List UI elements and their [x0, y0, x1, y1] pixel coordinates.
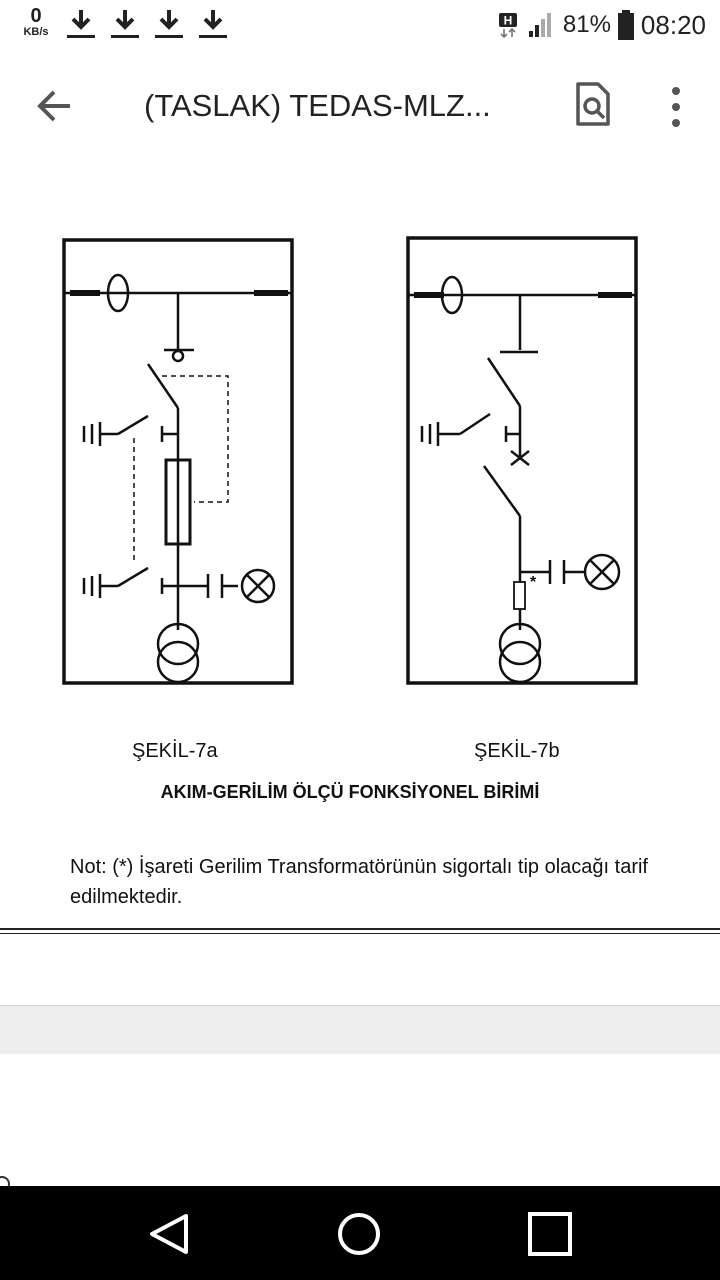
page-divider: [0, 928, 720, 930]
next-document-page[interactable]: [0, 1054, 720, 1186]
figure-7b-caption: ŞEKİL-7b: [474, 740, 560, 762]
find-in-document-icon: [576, 82, 610, 126]
network-speed: 0 KB/s: [16, 6, 56, 38]
hspa-data-icon: H: [498, 13, 517, 39]
arrow-left-icon: [37, 90, 70, 122]
download-icon: [111, 10, 139, 38]
note-text: Not: (*) İşareti Gerilim Transformatörün…: [70, 852, 720, 912]
download-icon: [155, 10, 183, 38]
figure-7a-diagram: [62, 238, 294, 685]
note-line-2: edilmektedir.: [70, 886, 183, 908]
system-nav-bar: [0, 1186, 720, 1280]
nav-home-button[interactable]: [331, 1206, 387, 1262]
signal-strength-icon: [528, 13, 551, 37]
download-icon: [199, 10, 227, 38]
nav-recents-button[interactable]: [522, 1206, 578, 1262]
battery-icon: [617, 10, 634, 40]
back-button[interactable]: [28, 82, 84, 130]
battery-percent: 81%: [562, 11, 611, 38]
download-icon: [67, 10, 95, 38]
figure-7b-diagram: [406, 236, 638, 685]
section-heading: AKIM-GERİLİM ÖLÇÜ FONKSİYONEL BİRİMİ: [160, 782, 540, 802]
app-bar: (TASLAK) TEDAS-MLZ...: [0, 52, 720, 161]
network-speed-value: 0: [30, 5, 42, 27]
triangle-back-icon: [150, 1214, 188, 1254]
single-line-diagrams: *: [62, 236, 638, 685]
nav-back-button[interactable]: [140, 1206, 196, 1262]
status-bar: 0 KB/s H 81% 08:20: [0, 0, 720, 52]
fuse-marker: *: [530, 574, 537, 591]
more-vert-icon: [672, 87, 680, 127]
document-title: (TASLAK) TEDAS-MLZ...: [144, 88, 491, 123]
more-options-button[interactable]: [660, 82, 692, 132]
page-divider-thin: [0, 933, 720, 934]
figure-7a-caption: ŞEKİL-7a: [132, 740, 218, 762]
note-line-1: Not: (*) İşareti Gerilim Transformatörün…: [70, 856, 648, 878]
document-page[interactable]: * ŞEKİL-7a ŞEKİL-7b AKIM-GERİLİM ÖLÇÜ FO…: [0, 160, 720, 1005]
status-right: H 81% 08:20: [497, 8, 706, 42]
clock: 08:20: [640, 9, 706, 40]
network-badge: H: [504, 14, 513, 28]
page-separator: [0, 1005, 720, 1055]
circle-home-icon: [338, 1213, 380, 1255]
network-speed-unit: KB/s: [23, 26, 49, 38]
find-in-document-button[interactable]: [568, 78, 618, 130]
square-recents-icon: [528, 1212, 572, 1256]
